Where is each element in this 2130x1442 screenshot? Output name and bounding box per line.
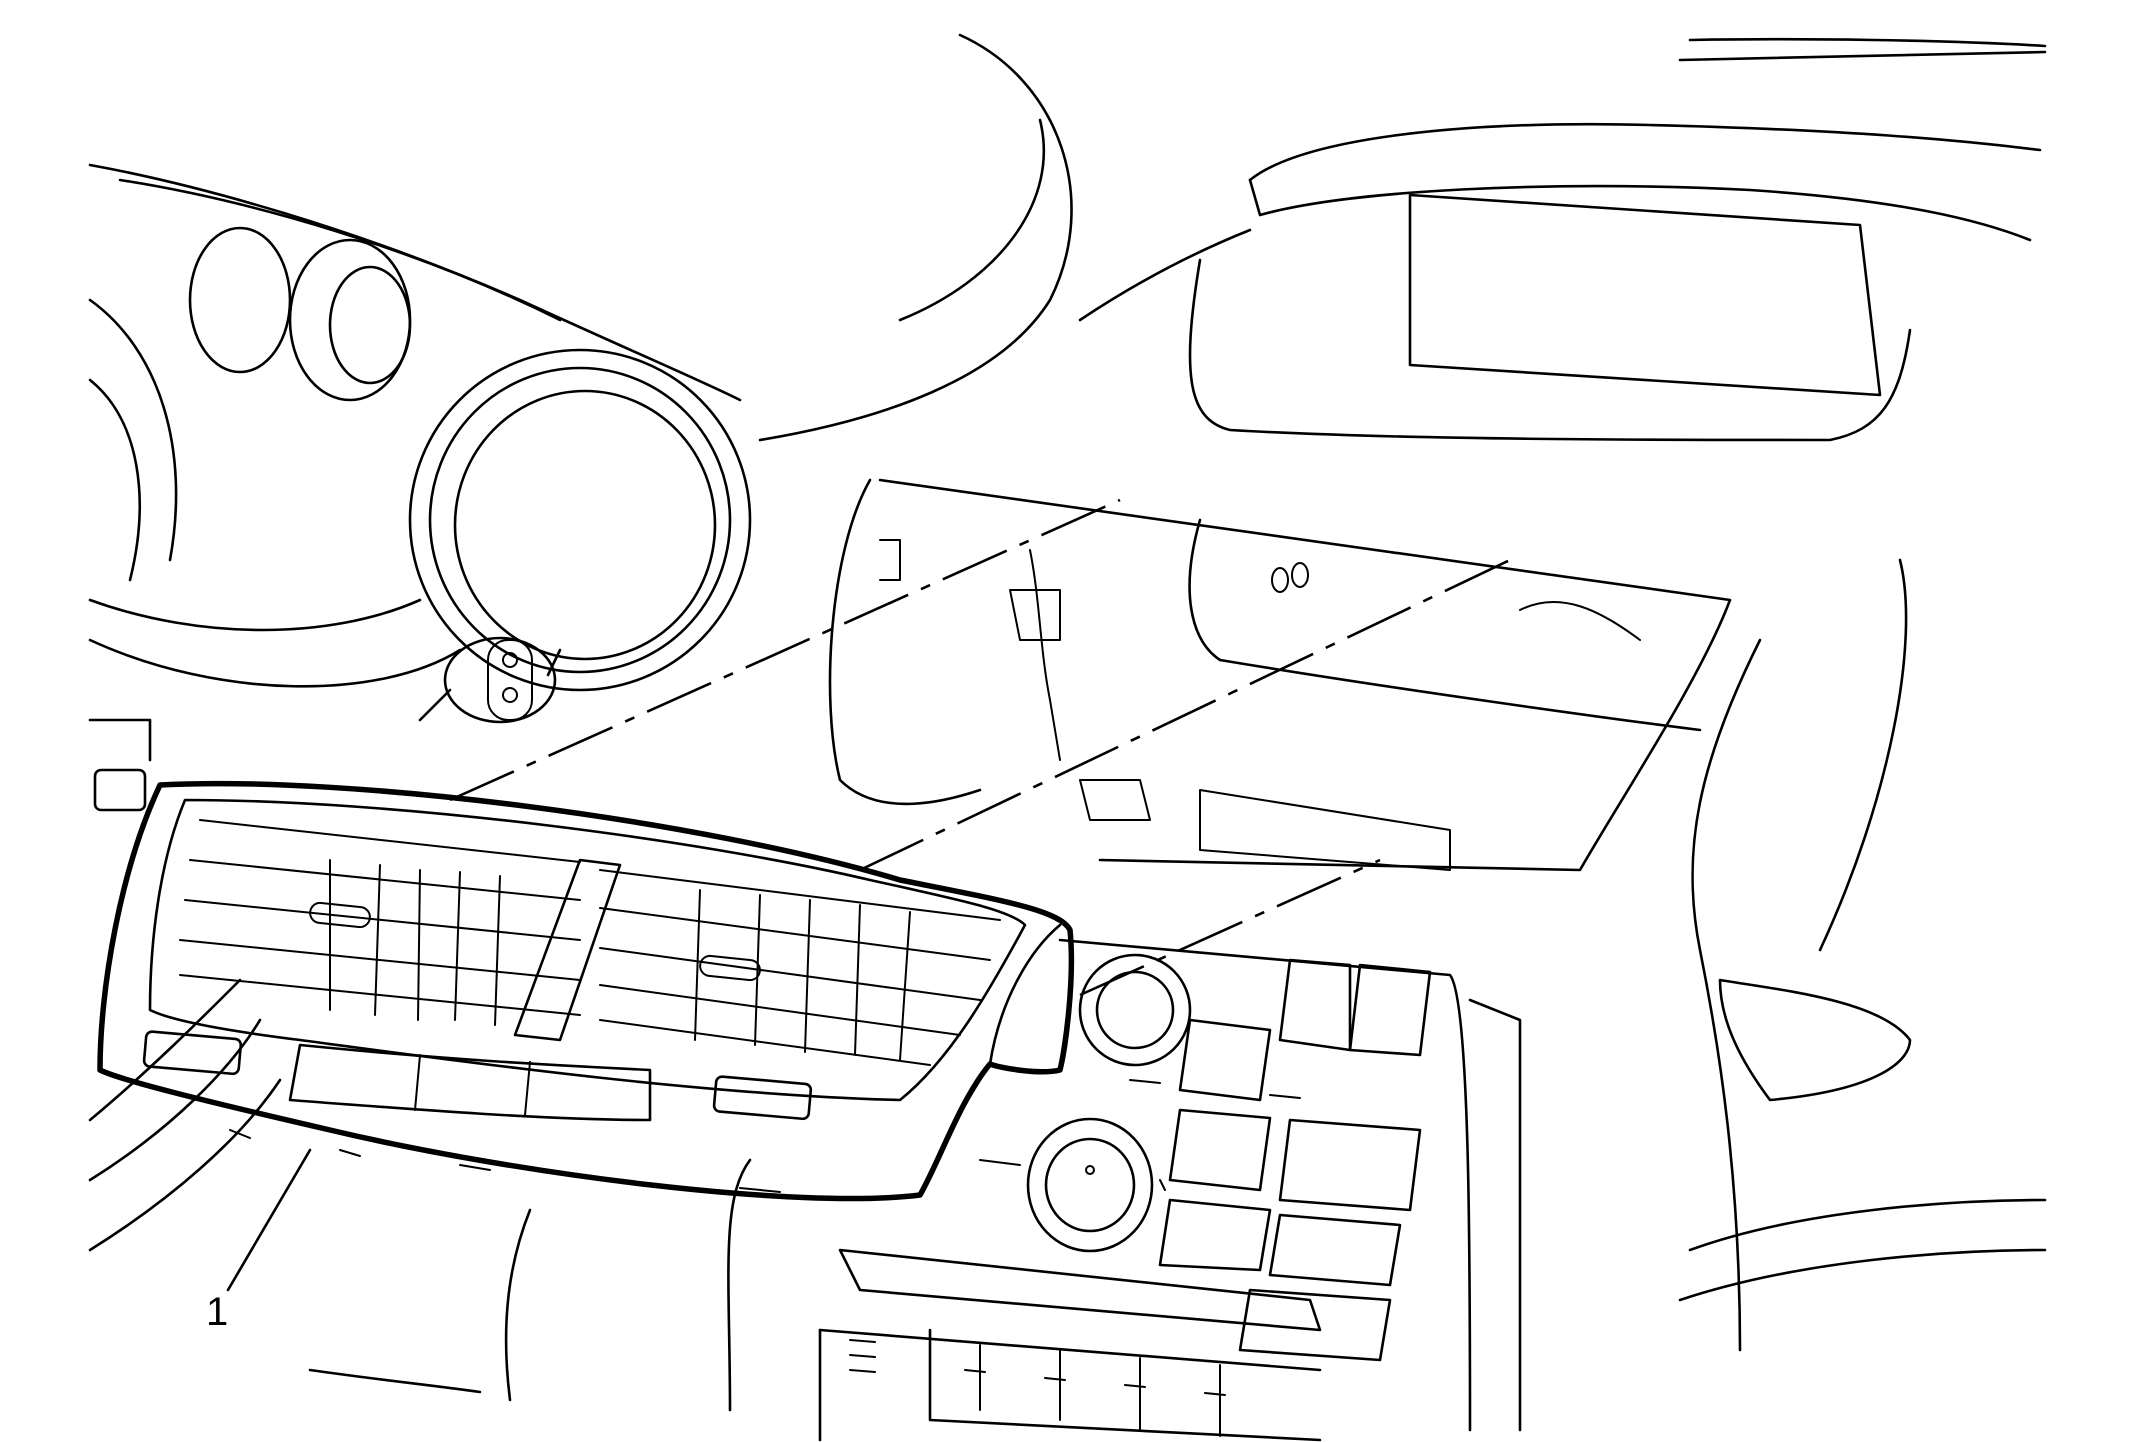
right-dash-panel: [1678, 558, 2047, 1352]
center-stack: [818, 938, 1522, 1442]
dash-opening: [828, 478, 1732, 872]
callout-leader-line: [226, 1148, 312, 1292]
info-display-housing: [1078, 37, 2047, 442]
callout-label-1: 1: [206, 1290, 229, 1334]
lower-dash: [308, 1158, 752, 1412]
alignment-guide-lines: [449, 498, 1511, 997]
steering-wheel-and-cluster: [88, 33, 1073, 1252]
center-air-outlet-bezel: [97, 780, 1075, 1202]
